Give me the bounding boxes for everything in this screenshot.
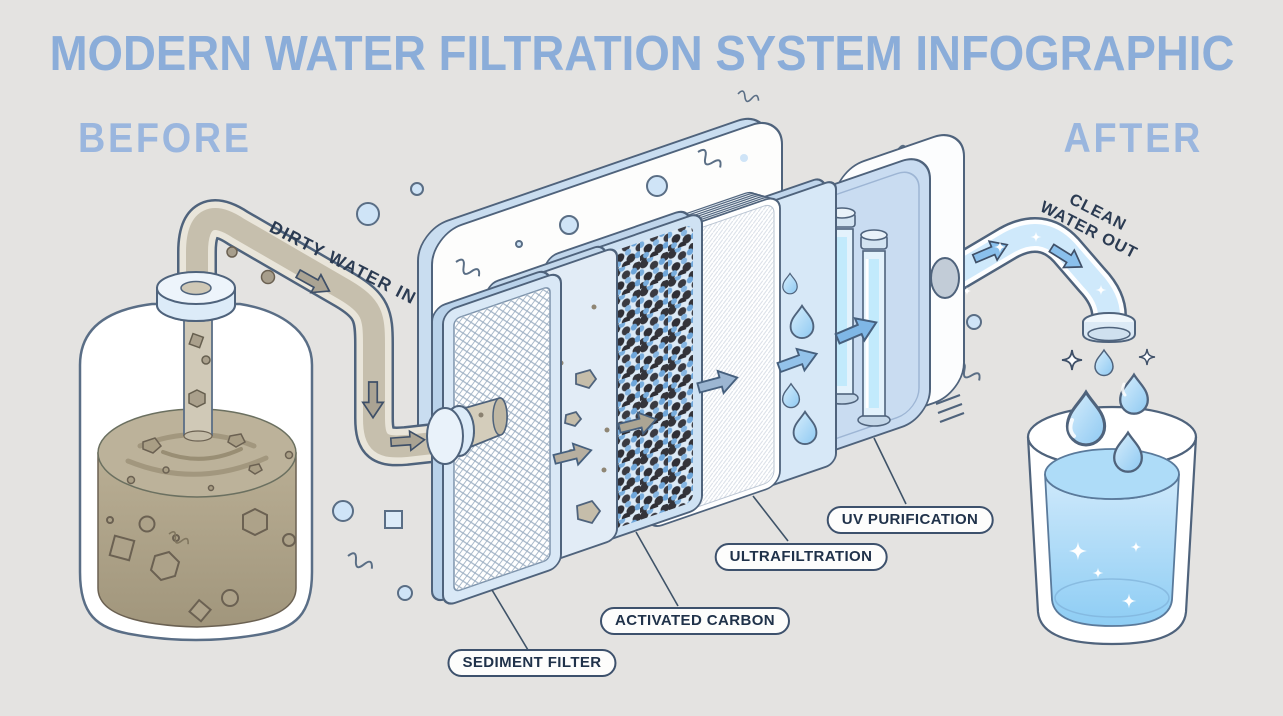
dirty-water-tank bbox=[78, 302, 314, 642]
sediment-chunks bbox=[564, 368, 602, 525]
squiggle-icon bbox=[344, 550, 376, 575]
pipe-debris bbox=[226, 246, 276, 285]
label-leader-lines bbox=[491, 437, 907, 651]
bubble-icon bbox=[332, 500, 354, 522]
square-icon bbox=[384, 510, 403, 529]
faucet-spout bbox=[1082, 312, 1136, 344]
bubble-icon bbox=[397, 585, 413, 601]
vent-lines bbox=[935, 393, 965, 424]
submerged-particles bbox=[106, 507, 296, 623]
bubble-icon bbox=[740, 154, 748, 162]
dirty-water-pipe bbox=[177, 199, 436, 467]
bubble-icon bbox=[966, 314, 982, 330]
clean-water-pipe bbox=[932, 217, 1127, 330]
sediment-filter-panel bbox=[431, 270, 562, 605]
clean-water-glass bbox=[1026, 405, 1198, 646]
murky-water-body bbox=[97, 452, 297, 628]
surface-particles bbox=[126, 433, 294, 492]
bubble-icon bbox=[646, 175, 668, 197]
falling-drops bbox=[1061, 348, 1156, 473]
tank-feed-pipe bbox=[183, 312, 213, 442]
bubble-icon bbox=[410, 182, 424, 196]
squiggle-icon bbox=[735, 89, 761, 106]
water-drop-icon bbox=[1094, 349, 1114, 377]
filter-inlet-stub bbox=[426, 397, 508, 465]
bubble-icon bbox=[356, 202, 380, 226]
tank-flange bbox=[156, 271, 236, 322]
pipe-connector bbox=[930, 257, 960, 299]
bubble-icon bbox=[559, 215, 579, 235]
bubble-icon bbox=[515, 240, 523, 248]
